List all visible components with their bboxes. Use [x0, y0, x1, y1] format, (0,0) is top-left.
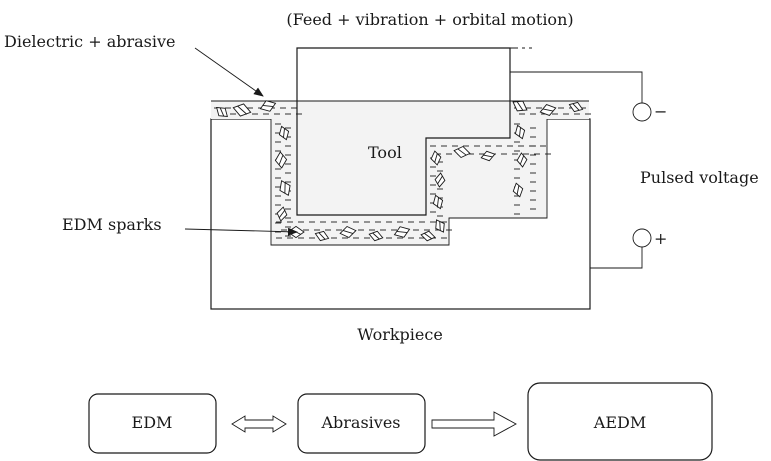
abrasives-box-label: Abrasives [320, 413, 400, 432]
abrasive-grain [339, 225, 357, 239]
abrasive-grain [276, 206, 288, 222]
minus-label: − [654, 102, 667, 121]
aedm-box-label: AEDM [593, 413, 646, 432]
cavity-outline [270, 119, 548, 246]
edm-sparks-label: EDM sparks [62, 215, 162, 234]
negative-terminal [632, 102, 652, 122]
flow-row: EDM Abrasives AEDM [88, 382, 713, 461]
edm-sparks-leader [184, 227, 298, 236]
abrasive-grain [516, 152, 528, 168]
tool-electrode [296, 47, 511, 216]
abrasive-grain [430, 150, 442, 166]
abrasive-grain [368, 230, 384, 242]
abrasive-grain [279, 180, 291, 196]
abrasive-grain [539, 104, 557, 116]
dielectric-label: Dielectric + abrasive [4, 32, 176, 51]
fluid-dashes [214, 107, 591, 239]
plus-label: + [654, 229, 667, 248]
abrasive-grain [480, 150, 496, 162]
abrasive-grain [420, 230, 436, 242]
abrasive-grain [232, 103, 252, 117]
positive-terminal [632, 228, 652, 248]
dielectric-gap [211, 101, 589, 245]
motion-label: (Feed + vibration + orbital motion) [286, 10, 573, 29]
abrasive-grain [435, 219, 445, 233]
abrasive-grain [514, 124, 526, 140]
edm-box-label: EDM [132, 413, 173, 432]
aedm-box [527, 382, 713, 461]
tool-lead [510, 71, 643, 103]
abrasive-grains [216, 100, 584, 242]
abrasive-grain [434, 172, 446, 188]
abrasive-grain [274, 151, 288, 169]
bidirectional-arrow [231, 415, 287, 433]
abrasive-grain [453, 145, 471, 159]
pulsed-voltage-label: Pulsed voltage [640, 168, 759, 187]
edm-box [88, 393, 217, 454]
abrasive-grain [259, 100, 277, 112]
abrasive-grain [278, 125, 290, 141]
result-arrow [431, 411, 517, 437]
abrasives-box [297, 393, 426, 454]
workpiece-lead [590, 247, 643, 269]
abrasive-grain [512, 182, 524, 198]
workpiece-label: Workpiece [357, 325, 443, 344]
abrasive-grain [568, 101, 584, 113]
dielectric-leader [194, 47, 264, 97]
tool-label: Tool [368, 143, 402, 162]
abrasive-grain [314, 230, 330, 242]
abrasive-grain [393, 226, 411, 238]
abrasive-grain [432, 194, 444, 210]
abrasive-grain [512, 100, 528, 112]
abrasive-grain [216, 106, 228, 118]
